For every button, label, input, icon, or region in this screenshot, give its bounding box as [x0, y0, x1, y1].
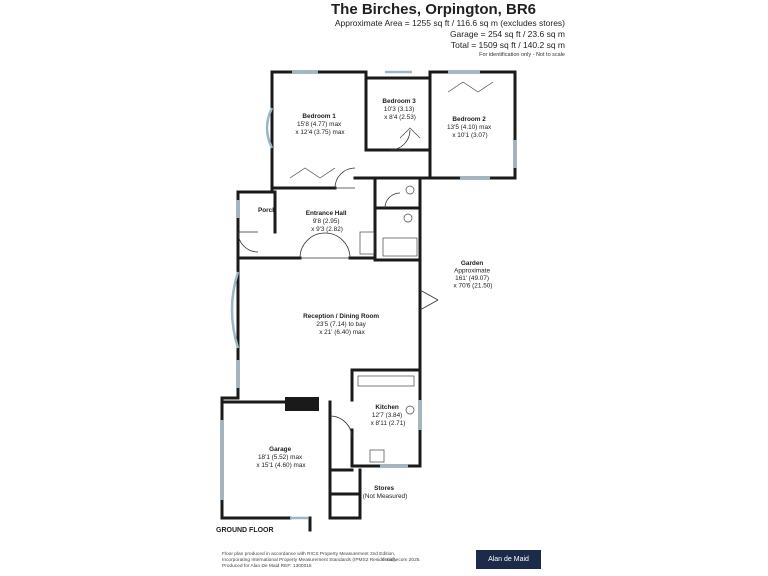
door-hall-reception [299, 232, 351, 259]
footer-line-3: Produced for Alan De Maid REF: 1300015 [222, 564, 312, 569]
walls [220, 70, 517, 532]
wall-reception [220, 256, 240, 404]
wall-hall-west [236, 186, 274, 260]
door-bed1 [334, 167, 356, 189]
window-reception-bay [230, 271, 240, 349]
wall-bedroom1-west [270, 70, 368, 190]
chimney-breast [285, 397, 319, 411]
label-bedroom-2: Bedroom 2 13'5 (4.10) max x 10'1 (3.07) [447, 116, 493, 139]
wardrobe-bed2 [447, 81, 494, 93]
identification-note: For identification only - Not to scale [479, 52, 565, 58]
basin [403, 213, 413, 223]
footer-line-2: Incorporating International Property Mea… [222, 558, 397, 563]
door-porch [237, 231, 259, 253]
door-bath [384, 192, 401, 209]
bath [382, 237, 418, 257]
agent-logo: Alan de Maid [476, 550, 541, 569]
fixtures [357, 185, 418, 463]
wall-garage-east [328, 400, 354, 472]
door-bed3 [389, 129, 411, 151]
door-kitchen [329, 415, 353, 439]
label-entrance-hall: Entrance Hall 9'8 (2.95) x 9'3 (2.82) [306, 210, 349, 233]
toilet [405, 185, 415, 195]
wardrobe-bed3 [399, 127, 421, 139]
hob [369, 449, 385, 463]
footer-copyright: © nichecom 2025. [382, 558, 421, 563]
label-stores: Stores (Not Measured) [363, 485, 407, 500]
wall-bath-block [373, 176, 422, 262]
area-line: Approximate Area = 1255 sq ft / 116.6 sq… [334, 18, 565, 28]
total-area-line: Total = 1509 sq ft / 140.2 sq m [450, 40, 565, 50]
label-kitchen: Kitchen 12'7 (3.84) x 8'11 (2.71) [371, 404, 406, 427]
window-bed1-bay [265, 107, 274, 149]
footer-line-1: Floor plan produced in accordance with R… [222, 552, 396, 557]
garage-area-line: Garage = 254 sq ft / 23.6 sq m [449, 29, 565, 39]
label-reception: Reception / Dining Room 23'5 (7.14) to b… [303, 313, 381, 336]
door-garden [419, 289, 439, 311]
kitchen-sink [405, 405, 415, 415]
label-garden: Garden Approximate 161' (49.07) x 70'6 (… [454, 260, 493, 290]
label-bedroom-3: Bedroom 3 10'3 (3.13) x 8'4 (2.53) [382, 98, 417, 121]
windows [220, 70, 517, 520]
plan-title: The Birches, Orpington, BR6 [331, 1, 537, 18]
doors [237, 129, 439, 439]
label-bedroom-1: Bedroom 1 15'8 (4.77) max x 12'4 (3.75) … [295, 113, 345, 136]
wardrobe-bed1 [289, 167, 336, 179]
shower-tray [359, 231, 375, 255]
wardrobes [289, 81, 494, 179]
wall-kitchen [350, 368, 422, 468]
floor-label: GROUND FLOOR [216, 527, 274, 534]
label-garage: Garage 18'1 (5.52) max x 15'1 (4.60) max [256, 446, 306, 469]
label-porch: Porch [258, 207, 276, 214]
footer-text: Floor plan produced in accordance with R… [222, 552, 421, 570]
kitchen-worktop [357, 375, 415, 387]
